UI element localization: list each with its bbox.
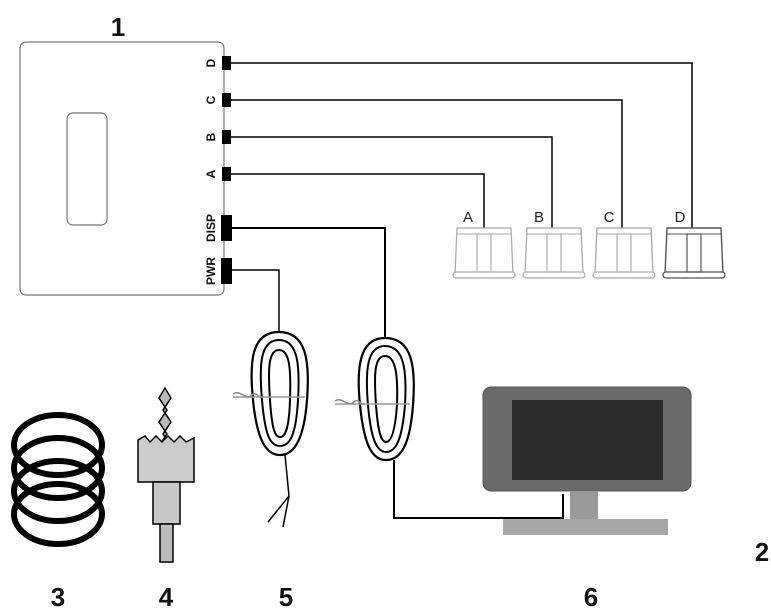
port-label-disp: DISP — [204, 214, 218, 242]
port-pwr-connector — [221, 258, 232, 284]
hole-saw-drill — [137, 386, 195, 563]
power-cable — [232, 269, 309, 528]
power-wire-lead — [232, 269, 280, 332]
port-label-c: C — [204, 95, 218, 104]
sensor-a — [452, 227, 516, 279]
callout-1: 1 — [111, 12, 125, 42]
wire-d — [231, 62, 693, 228]
sensor-label-c: C — [604, 209, 615, 226]
callout-5: 5 — [279, 582, 293, 611]
callout-3: 3 — [51, 582, 65, 611]
control-unit-window — [66, 112, 108, 226]
sensor-label-d: D — [675, 209, 686, 226]
wire-c — [231, 99, 623, 228]
port-label-a: A — [204, 169, 218, 178]
port-label-d: D — [204, 58, 218, 67]
sensor-b — [522, 227, 586, 279]
display-cable — [232, 227, 564, 519]
port-b-connector — [222, 130, 231, 144]
sensor-label-a: A — [463, 209, 473, 226]
display-wire-lead — [232, 227, 386, 338]
port-label-pwr: PWR — [204, 257, 218, 285]
wire-a — [231, 173, 485, 228]
power-wire-lead-2 — [282, 495, 290, 528]
port-label-b: B — [204, 132, 218, 141]
sensor-d — [662, 227, 726, 279]
port-d-connector — [222, 56, 231, 70]
rubber-rings — [11, 412, 105, 547]
sensor-c — [592, 227, 656, 279]
wire-b — [231, 136, 553, 228]
port-a-connector — [222, 167, 231, 181]
display-monitor — [482, 386, 692, 535]
control-unit — [19, 41, 225, 296]
callout-4: 4 — [159, 582, 174, 611]
display-screen — [512, 400, 663, 480]
sensor-label-b: B — [534, 209, 544, 226]
callout-2: 2 — [755, 537, 769, 567]
display-wire-tail — [393, 460, 564, 519]
callout-6: 6 — [584, 582, 598, 611]
port-c-connector — [222, 93, 231, 107]
port-disp-connector — [221, 215, 232, 241]
